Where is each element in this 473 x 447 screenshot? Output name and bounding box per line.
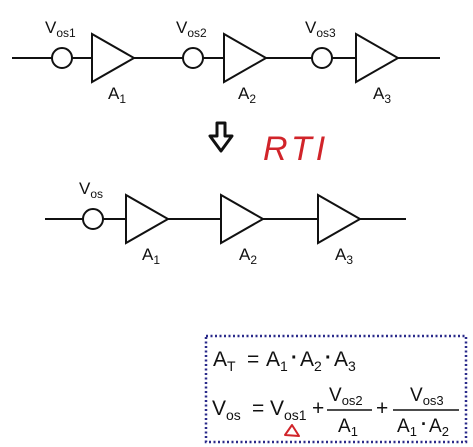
offset-source-total bbox=[82, 208, 104, 230]
gain-term-a1: A1 bbox=[266, 348, 288, 374]
label-a3-bottom: A3 bbox=[335, 245, 353, 267]
amplifier-3 bbox=[355, 32, 401, 84]
label-vos: Vos bbox=[79, 179, 103, 201]
frac1-numerator: Vos2 bbox=[329, 385, 363, 408]
label-a2-bottom: A2 bbox=[239, 245, 257, 267]
triangle-mark-icon bbox=[284, 424, 300, 437]
label-vos2: Vos2 bbox=[176, 18, 207, 40]
frac2-numerator: Vos3 bbox=[410, 385, 444, 408]
frac2-dot: · bbox=[421, 414, 427, 434]
offset-source-2 bbox=[182, 47, 204, 69]
frac2-denominator-a1: A1 bbox=[397, 416, 417, 439]
frac1-denominator: A1 bbox=[338, 416, 358, 439]
offset-source-1 bbox=[51, 47, 73, 69]
amplifier-1-bottom bbox=[125, 193, 171, 245]
gain-dot-2: · bbox=[325, 347, 332, 369]
gain-lhs: AT bbox=[213, 348, 236, 374]
down-arrow-icon bbox=[208, 121, 234, 153]
label-a2-top: A2 bbox=[238, 84, 256, 106]
formula-offset-total: Vos = Vos1 + Vos2 A1 + Vos3 A1 · A2 bbox=[212, 385, 459, 439]
gain-dot-1: · bbox=[291, 347, 298, 369]
label-vos1: Vos1 bbox=[45, 18, 76, 40]
label-a1-bottom: A1 bbox=[142, 245, 160, 267]
offset-plus-2: + bbox=[376, 397, 388, 420]
offset-lhs: Vos bbox=[212, 397, 241, 423]
bottom-chain bbox=[45, 193, 406, 245]
label-a1-top: A1 bbox=[108, 84, 126, 106]
amplifier-2-bottom bbox=[220, 193, 266, 245]
amplifier-2 bbox=[223, 32, 269, 84]
amplifier-1 bbox=[91, 32, 137, 84]
label-vos3: Vos3 bbox=[305, 18, 336, 40]
formula-box bbox=[204, 334, 468, 444]
frac2-denominator-a2: A2 bbox=[429, 416, 449, 439]
label-a3-top: A3 bbox=[373, 84, 391, 106]
formula-gain-total: AT = A1 · A2 · A3 bbox=[213, 347, 356, 374]
top-chain bbox=[12, 32, 440, 84]
offset-plus-1: + bbox=[312, 397, 324, 420]
offset-equals: = bbox=[252, 397, 264, 420]
gain-equals: = bbox=[247, 348, 259, 371]
offset-first-term: Vos1 bbox=[270, 397, 307, 423]
rti-annotation: RTI bbox=[263, 130, 329, 168]
amplifier-3-bottom bbox=[317, 193, 363, 245]
gain-term-a3: A3 bbox=[334, 348, 356, 374]
offset-source-3 bbox=[311, 47, 333, 69]
gain-term-a2: A2 bbox=[300, 348, 322, 374]
